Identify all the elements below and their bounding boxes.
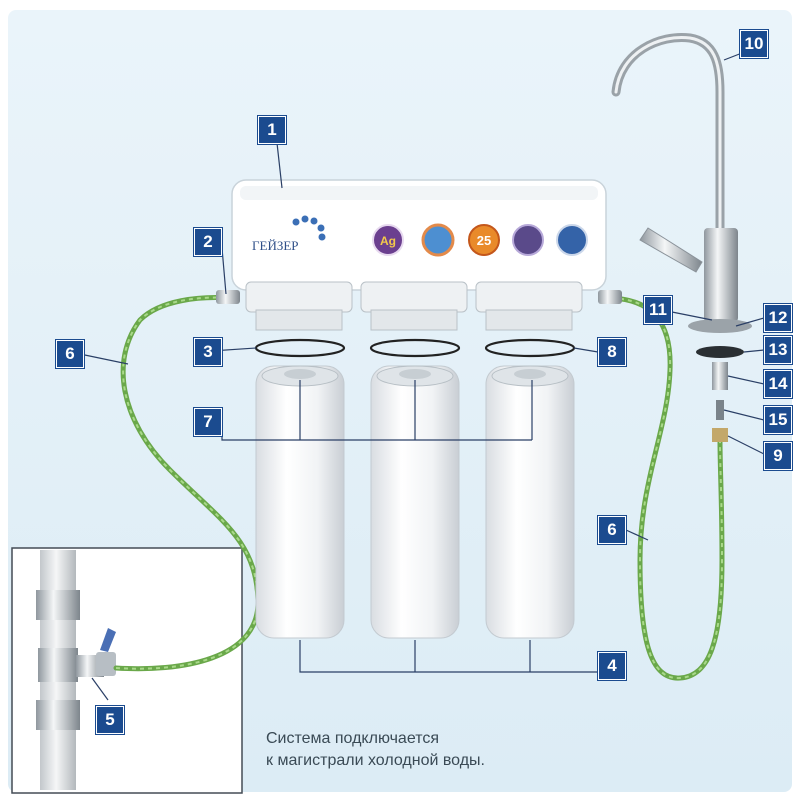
valve-handle bbox=[100, 628, 116, 652]
housing-collars bbox=[245, 281, 583, 331]
brand-logo: ГЕЙЗЕР bbox=[252, 215, 326, 253]
callout-9: 9 bbox=[764, 442, 792, 470]
pipe-coupling-top bbox=[36, 590, 80, 620]
callout-15: 15 bbox=[764, 406, 792, 434]
caption-line-2: к магистрали холодной воды. bbox=[266, 752, 485, 769]
caption: Система подключается к магистрали холодн… bbox=[266, 728, 566, 772]
badge-certificate-icon bbox=[556, 224, 588, 256]
leader-lines bbox=[79, 45, 765, 701]
tee-fitting bbox=[38, 648, 78, 682]
inlet-fitting bbox=[216, 290, 240, 304]
badge-25-icon bbox=[468, 224, 500, 256]
svg-text:Ag: Ag bbox=[380, 234, 396, 248]
badge-shield-icon bbox=[512, 224, 544, 256]
callout-1: 1 bbox=[258, 116, 286, 144]
callout-8: 8 bbox=[598, 338, 626, 366]
callout-6-right: 6 bbox=[598, 516, 626, 544]
callout-12: 12 bbox=[764, 304, 792, 332]
ball-valve-body bbox=[96, 652, 116, 676]
callout-13: 13 bbox=[764, 336, 792, 364]
brand-logo-text: ГЕЙЗЕР bbox=[252, 238, 299, 253]
callout-14: 14 bbox=[764, 370, 792, 398]
filter-housings bbox=[255, 365, 575, 639]
faucet bbox=[611, 32, 752, 442]
feature-badges: Ag 25 bbox=[372, 223, 588, 257]
outlet-tube-highlight bbox=[611, 297, 724, 680]
caption-line-1: Система подключается bbox=[266, 730, 440, 747]
callout-5: 5 bbox=[96, 706, 124, 734]
callout-11: 11 bbox=[644, 296, 672, 324]
callout-7: 7 bbox=[194, 408, 222, 436]
inlet-tube-highlight bbox=[115, 296, 260, 670]
callout-10: 10 bbox=[740, 30, 768, 58]
badge-25-text: 25 bbox=[477, 233, 491, 248]
callout-6-left: 6 bbox=[56, 340, 84, 368]
callout-3: 3 bbox=[194, 338, 222, 366]
badge-water-icon bbox=[421, 223, 455, 257]
callout-4: 4 bbox=[598, 652, 626, 680]
outlet-fitting bbox=[598, 290, 622, 304]
callout-2: 2 bbox=[194, 228, 222, 256]
manifold-top-shine bbox=[240, 186, 598, 200]
badge-silver-icon bbox=[372, 224, 404, 256]
pipe-coupling-bottom bbox=[36, 700, 80, 730]
